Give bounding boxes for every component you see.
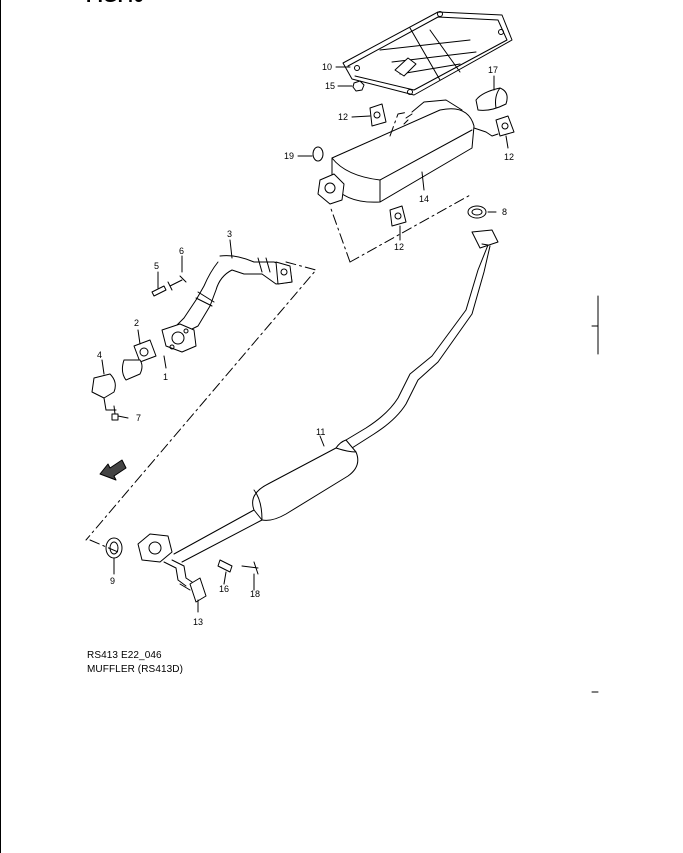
bolt-16 (217, 559, 233, 573)
rear-muffler (317, 99, 499, 205)
callout-4: 4 (97, 350, 102, 360)
gasket-9 (105, 537, 123, 559)
callout-6: 6 (179, 246, 184, 256)
callout-17: 17 (488, 65, 498, 75)
figure-title: FIG.40 (86, 0, 144, 8)
callout-9: 9 (110, 576, 115, 586)
callout-2: 2 (134, 318, 139, 328)
rubber-mount-12b (495, 115, 515, 137)
callout-12-right: 12 (504, 152, 514, 162)
callout-14: 14 (419, 194, 429, 204)
rubber-mount-12a (369, 103, 387, 127)
grommet-19 (312, 146, 324, 162)
front-pipe (175, 255, 293, 333)
left-border-line (0, 0, 1, 853)
callout-7: 7 (136, 413, 141, 423)
callout-19: 19 (284, 151, 294, 161)
rubber-mount-12c (389, 205, 407, 227)
assembly-guide-lines (85, 111, 473, 553)
tail-pipe-cover (475, 87, 508, 111)
callout-13: 13 (193, 617, 203, 627)
diagram-caption: MUFFLER (RS413D) (87, 664, 184, 675)
leader-lines (101, 66, 509, 613)
callout-11: 11 (316, 427, 325, 437)
callout-numbers: 10 15 17 12 12 19 14 8 12 3 6 5 2 4 1 7 … (97, 62, 514, 627)
page-edge-marker (591, 295, 599, 355)
bracket-13 (189, 577, 207, 603)
callout-16: 16 (219, 584, 229, 594)
pipe-joint (121, 339, 157, 381)
gasket-1 (161, 323, 197, 353)
front-flange (137, 533, 193, 591)
callout-8: 8 (502, 207, 507, 217)
clamp-4 (91, 373, 117, 411)
callout-12-upper-left: 12 (338, 112, 348, 122)
bolt-5 (151, 285, 167, 297)
diagram-code: RS413 E22_046 (87, 650, 162, 661)
bolt-18 (241, 561, 259, 575)
front-arrow-icon (99, 459, 127, 481)
bolt-6 (167, 275, 187, 291)
heat-shield (342, 11, 513, 96)
callout-5: 5 (154, 261, 159, 271)
callout-3: 3 (227, 229, 232, 239)
gasket-8 (467, 205, 487, 219)
callout-18: 18 (250, 589, 260, 599)
callout-15: 15 (325, 81, 335, 91)
callout-10: 10 (322, 62, 332, 72)
callout-12-lower: 12 (394, 242, 404, 252)
bolt-7 (111, 405, 119, 421)
callout-1: 1 (163, 372, 168, 382)
nut-15 (352, 80, 365, 92)
center-pipe (173, 229, 499, 563)
